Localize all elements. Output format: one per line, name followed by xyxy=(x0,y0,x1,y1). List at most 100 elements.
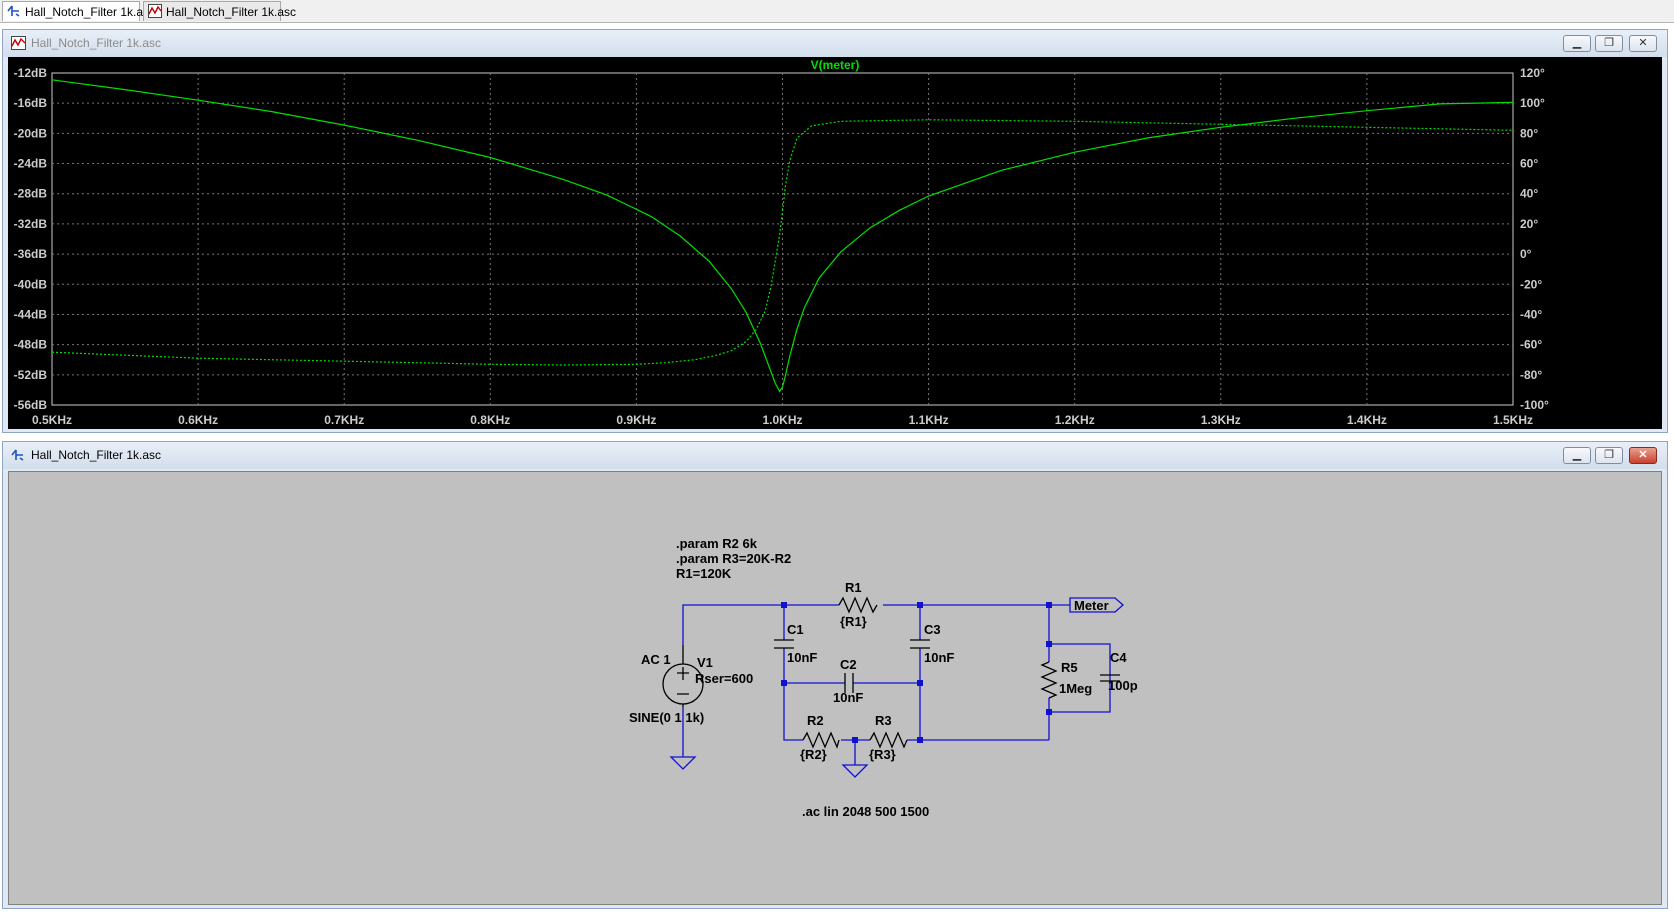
component-value-r1[interactable]: {R1} xyxy=(840,614,867,629)
schematic-window: Hall_Notch_Filter 1k.asc ▁ ❐ ✕ xyxy=(2,441,1668,909)
component-value-c3[interactable]: 10nF xyxy=(924,650,954,665)
resistor-r3-symbol xyxy=(869,731,908,749)
waveform-icon xyxy=(148,4,162,18)
restore-icon: ❐ xyxy=(1604,37,1614,49)
trace-label[interactable]: V(meter) xyxy=(811,58,860,72)
schematic-window-titlebar[interactable]: Hall_Notch_Filter 1k.asc ▁ ❐ ✕ xyxy=(3,442,1667,469)
close-button[interactable]: ✕ xyxy=(1629,447,1657,464)
document-tab-bar: Hall_Notch_Filter 1k.asc Hall_Notch_Filt… xyxy=(0,0,1674,23)
component-value-c4[interactable]: 100p xyxy=(1108,678,1138,693)
component-name-c4[interactable]: C4 xyxy=(1110,650,1127,665)
y-right-tick-label: 20° xyxy=(1520,217,1538,231)
ac-analysis-directive[interactable]: .ac lin 2048 500 1500 xyxy=(802,804,929,819)
component-value-r5[interactable]: 1Meg xyxy=(1059,681,1092,696)
schematic-icon xyxy=(11,449,24,461)
component-name-v1[interactable]: V1 xyxy=(697,655,713,670)
param-directive[interactable]: R1=120K xyxy=(676,566,732,581)
plot-grid xyxy=(51,72,1514,406)
component-name-r5[interactable]: R5 xyxy=(1061,660,1078,675)
net-label-meter[interactable]: Meter xyxy=(1074,598,1109,613)
capacitor-c1-symbol xyxy=(774,639,794,649)
y-right-tick-label: -20° xyxy=(1520,277,1542,291)
y-left-tick-label: -32dB xyxy=(14,217,48,231)
capacitor-c2-symbol xyxy=(844,673,854,693)
restore-icon: ❐ xyxy=(1604,449,1614,461)
x-tick-label: 0.6KHz xyxy=(178,413,218,427)
component-value-c2[interactable]: 10nF xyxy=(833,690,863,705)
waveform-window-titlebar[interactable]: Hall_Notch_Filter 1k.asc ▁ ❐ ✕ xyxy=(3,30,1667,57)
voltage-source-polarity xyxy=(677,667,689,695)
y-left-tick-label: -24dB xyxy=(14,157,48,171)
minimize-button[interactable]: ▁ xyxy=(1563,447,1591,464)
window-title: Hall_Notch_Filter 1k.asc xyxy=(31,36,162,50)
window-title: Hall_Notch_Filter 1k.asc xyxy=(31,448,162,462)
component-value-r2[interactable]: {R2} xyxy=(800,747,827,762)
x-tick-label: 0.9KHz xyxy=(616,413,656,427)
tab-label: Hall_Notch_Filter 1k.asc xyxy=(25,5,156,19)
net-label-flag xyxy=(1069,597,1124,613)
junction-dots xyxy=(781,602,1052,743)
schematic-canvas[interactable]: Meter .param R2 6k .param R3=20K-R2 R1=1… xyxy=(8,471,1662,905)
restore-button[interactable]: ❐ xyxy=(1595,447,1623,464)
y-right-tick-label: 40° xyxy=(1520,187,1538,201)
minimize-icon: ▁ xyxy=(1572,449,1582,461)
component-name-r3[interactable]: R3 xyxy=(875,713,892,728)
ground-icon xyxy=(669,756,697,770)
ground-icon xyxy=(841,764,869,778)
component-name-r2[interactable]: R2 xyxy=(807,713,824,728)
x-tick-label: 0.5KHz xyxy=(32,413,72,427)
tab-waveform[interactable]: Hall_Notch_Filter 1k.asc xyxy=(143,1,296,21)
close-icon: ✕ xyxy=(1638,37,1648,49)
component-name-c1[interactable]: C1 xyxy=(787,622,804,637)
component-name-c3[interactable]: C3 xyxy=(924,622,941,637)
y-left-tick-label: -52dB xyxy=(14,368,48,382)
component-value-r3[interactable]: {R3} xyxy=(869,747,896,762)
capacitor-c4-symbol xyxy=(1100,674,1120,682)
component-name-r1[interactable]: R1 xyxy=(845,580,862,595)
x-tick-label: 1.2KHz xyxy=(1055,413,1095,427)
y-right-tick-label: 80° xyxy=(1520,126,1538,140)
close-button[interactable]: ✕ xyxy=(1629,35,1657,52)
y-left-tick-label: -16dB xyxy=(14,96,48,110)
tab-label: Hall_Notch_Filter 1k.asc xyxy=(166,5,297,19)
phase-trace[interactable] xyxy=(51,119,1514,366)
restore-button[interactable]: ❐ xyxy=(1595,35,1623,52)
schematic-drawing[interactable]: Meter .param R2 6k .param R3=20K-R2 R1=1… xyxy=(9,472,1663,904)
waveform-icon xyxy=(11,36,26,50)
source-rser[interactable]: Rser=600 xyxy=(695,671,753,686)
param-directive[interactable]: .param R2 6k xyxy=(676,536,758,551)
x-tick-label: 1.5KHz xyxy=(1493,413,1533,427)
y-left-tick-label: -48dB xyxy=(14,338,48,352)
close-icon: ✕ xyxy=(1638,449,1648,461)
y-right-tick-label: 120° xyxy=(1520,66,1545,80)
x-tick-label: 1.3KHz xyxy=(1201,413,1241,427)
x-tick-label: 1.0KHz xyxy=(762,413,802,427)
y-right-tick-label: 60° xyxy=(1520,157,1538,171)
source-ac-spec[interactable]: AC 1 xyxy=(641,652,671,667)
y-left-tick-label: -20dB xyxy=(14,126,48,140)
y-left-tick-label: -36dB xyxy=(14,247,48,261)
x-tick-label: 1.1KHz xyxy=(909,413,949,427)
component-name-c2[interactable]: C2 xyxy=(840,657,857,672)
y-left-tick-label: -28dB xyxy=(14,187,48,201)
param-directive[interactable]: .param R3=20K-R2 xyxy=(676,551,791,566)
capacitor-c3-symbol xyxy=(910,639,930,649)
x-tick-label: 0.7KHz xyxy=(324,413,364,427)
ground-symbols xyxy=(669,756,869,778)
waveform-window: Hall_Notch_Filter 1k.asc ▁ ❐ ✕ 0.5KHz 0.6… xyxy=(2,29,1668,433)
component-value-c1[interactable]: 10nF xyxy=(787,650,817,665)
y-right-tick-label: -40° xyxy=(1520,307,1542,321)
magnitude-trace[interactable] xyxy=(51,79,1514,393)
minimize-button[interactable]: ▁ xyxy=(1563,35,1591,52)
y-left-tick-label: -12dB xyxy=(14,66,48,80)
tab-schematic[interactable]: Hall_Notch_Filter 1k.asc xyxy=(2,1,155,21)
y-right-tick-label: -100° xyxy=(1520,398,1549,412)
y-right-tick-label: 0° xyxy=(1520,247,1532,261)
y-left-tick-label: -44dB xyxy=(14,307,48,321)
resistor-r1-symbol xyxy=(838,596,878,614)
y-right-tick-label: -60° xyxy=(1520,338,1542,352)
source-waveform[interactable]: SINE(0 1 1k) xyxy=(629,710,704,725)
